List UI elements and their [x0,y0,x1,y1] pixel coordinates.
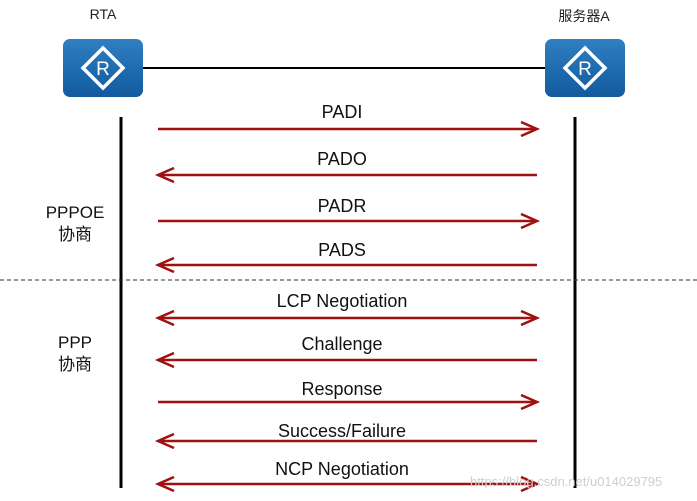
message-label: Response [301,379,383,399]
message-arrow [154,309,541,327]
svg-text:R: R [578,59,592,80]
message-label: Success/Failure [277,421,407,441]
router-icon: R [545,39,625,97]
message-label: NCP Negotiation [275,459,409,479]
message-label: Challenge [301,334,383,354]
message-arrow [154,432,537,450]
watermark: https://blog.csdn.net/u014029795 [470,474,663,489]
message-arrow [158,212,541,230]
message-arrow [154,166,537,184]
message-label: PADS [318,240,366,260]
phase-subtitle: 协商 [58,355,92,374]
svg-text:R: R [96,59,110,80]
node-label-left: RTA [89,6,117,22]
phase-subtitle: 协商 [58,225,92,244]
phase-label-pppoe: PPPOE 协商 [30,202,120,246]
phase-label-ppp: PPP 协商 [30,332,120,376]
message-arrows [154,120,541,493]
node-label-right: 服务器A [558,8,610,24]
message-arrow [154,256,537,274]
message-label: PADR [317,196,367,216]
message-label: PADO [317,149,367,169]
phase-title: PPP [57,333,93,352]
message-arrow [158,120,541,138]
router-icon: R [63,39,143,97]
phase-title: PPPOE [45,203,105,222]
message-arrow [154,475,541,493]
message-arrow [158,393,541,411]
message-label: LCP Negotiation [276,291,408,311]
message-arrow [154,351,537,369]
message-label: PADI [321,102,363,122]
